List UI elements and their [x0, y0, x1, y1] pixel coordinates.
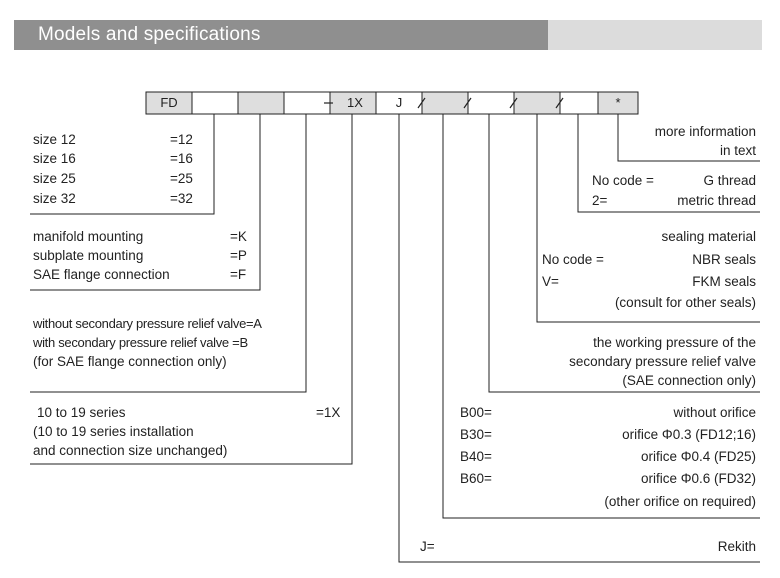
- slash-separator: [509, 97, 518, 109]
- orifice-desc-b30: orifice Φ0.3 (FD12;16): [622, 427, 756, 442]
- mounting-code-k: =K: [230, 229, 247, 244]
- orifice-desc-b60: orifice Φ0.6 (FD32): [640, 471, 756, 486]
- seal-desc-nbr: NBR seals: [692, 252, 756, 267]
- leader-thread: [577, 114, 760, 213]
- mounting-label-k: manifold mounting: [33, 229, 144, 244]
- working-pressure-line-3: (SAE connection only): [622, 373, 756, 388]
- more-info-line-1: more information: [654, 124, 756, 139]
- mounting-code-f: =F: [230, 267, 247, 282]
- series-code: =1X: [316, 405, 341, 420]
- seal-note: (consult for other seals): [614, 295, 756, 310]
- rekith-code: J=: [420, 539, 435, 554]
- seal-code-fkm: V=: [542, 274, 559, 289]
- code-box-orifice: [421, 91, 469, 115]
- orifice-code-b00: B00=: [460, 405, 492, 420]
- leader-rekith: [398, 114, 760, 563]
- size-label-16: size 16: [33, 151, 76, 166]
- thread-code-g: No code =: [592, 173, 654, 188]
- code-cell-j: J: [395, 95, 403, 110]
- section-header-extension: [548, 20, 762, 50]
- leader-seal: [536, 114, 760, 323]
- leader-size: [30, 114, 215, 215]
- code-cell-info: *: [615, 95, 621, 110]
- code-box-size: [191, 91, 239, 115]
- orifice-desc-b00: without orifice: [673, 405, 756, 420]
- slash-separator: [555, 97, 564, 109]
- rekith-desc: Rekith: [717, 539, 756, 554]
- slash-separator: [417, 97, 426, 109]
- relief-line-a: without secondary pressure relief valve=…: [33, 316, 262, 331]
- orifice-code-b60: B60=: [460, 471, 492, 486]
- mounting-label-f: SAE flange connection: [33, 267, 170, 282]
- section-header-bar: [14, 20, 548, 50]
- size-label-12: size 12: [33, 132, 76, 147]
- leader-relief: [30, 114, 307, 393]
- mounting-label-p: subplate mounting: [33, 248, 144, 263]
- seal-code-nbr: No code =: [542, 252, 604, 267]
- size-label-32: size 32: [33, 191, 76, 206]
- code-box-relief: [283, 91, 331, 115]
- thread-code-metric: 2=: [592, 193, 608, 208]
- code-box-pressure: [467, 91, 515, 115]
- slash-separator: [463, 97, 472, 109]
- code-cell-series: 1X: [347, 95, 363, 110]
- separator-marks: [324, 97, 564, 109]
- series-label: 10 to 19 series: [37, 405, 126, 420]
- mounting-code-p: =P: [230, 248, 247, 263]
- seal-desc-fkm: FKM seals: [692, 274, 756, 289]
- series-note-1: (10 to 19 series installation: [33, 424, 194, 439]
- thread-desc-g: G thread: [703, 173, 756, 188]
- leader-orifice: [442, 114, 760, 519]
- code-box-thread: [559, 91, 599, 115]
- orifice-note: (other orifice on required): [604, 494, 756, 509]
- leader-series: [30, 114, 353, 465]
- leader-mounting: [30, 114, 261, 291]
- thread-desc-metric: metric thread: [677, 193, 756, 208]
- orifice-desc-b40: orifice Φ0.4 (FD25): [640, 449, 756, 464]
- working-pressure-line-1: the working pressure of the: [593, 335, 756, 350]
- section-title: Models and specifications: [38, 24, 261, 45]
- size-code-12: =12: [170, 132, 193, 147]
- seal-title: sealing material: [661, 229, 756, 244]
- size-code-16: =16: [170, 151, 193, 166]
- orifice-code-b30: B30=: [460, 427, 492, 442]
- code-boxes: [145, 91, 639, 115]
- more-info-line-2: in text: [719, 143, 756, 158]
- code-cell-fd: FD: [160, 95, 178, 110]
- size-code-32: =32: [170, 191, 193, 206]
- orifice-code-b40: B40=: [460, 449, 492, 464]
- working-pressure-line-2: secondary pressure relief valve: [569, 354, 756, 369]
- relief-note: (for SAE flange connection only): [33, 354, 227, 369]
- leader-info: [617, 114, 760, 162]
- size-label-25: size 25: [33, 171, 76, 186]
- relief-line-b: with secondary pressure relief valve =B: [33, 335, 248, 350]
- leader-pressure: [488, 114, 760, 393]
- code-box-mounting: [237, 91, 285, 115]
- series-note-2: and connection size unchanged): [33, 443, 228, 458]
- code-box-seal: [513, 91, 561, 115]
- leader-lines: [30, 114, 760, 563]
- size-code-25: =25: [170, 171, 193, 186]
